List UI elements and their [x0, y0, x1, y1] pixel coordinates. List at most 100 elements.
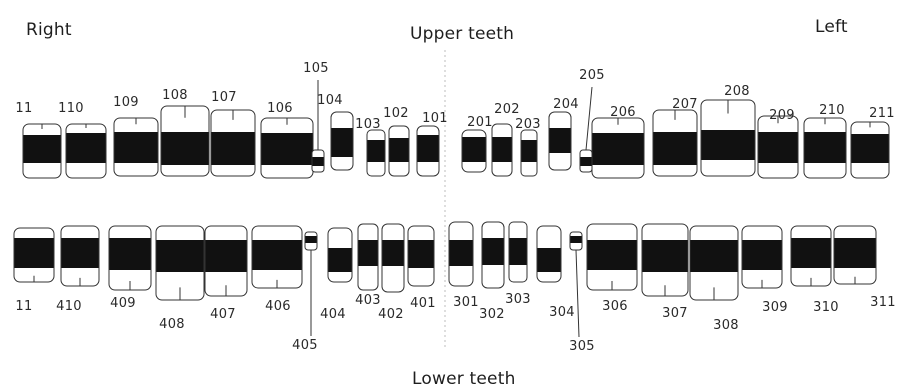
tooth-band	[383, 240, 404, 266]
upper-tooth	[66, 124, 106, 178]
tooth-band	[157, 240, 204, 272]
tooth-band	[538, 248, 561, 272]
tooth-band	[332, 128, 353, 157]
tooth-number-lower: 407	[210, 307, 236, 322]
tooth-band	[588, 240, 637, 270]
lower-tooth	[587, 224, 637, 290]
tooth-number-upper: 103	[355, 117, 381, 132]
upper-tooth	[23, 124, 61, 178]
tooth-number-upper: 203	[515, 117, 541, 132]
tooth-number-upper: 101	[422, 111, 448, 126]
lower-tooth	[482, 222, 504, 288]
tooth-band	[835, 238, 876, 268]
lower-tooth	[382, 224, 404, 292]
tooth-band	[493, 137, 512, 162]
upper-tooth	[653, 110, 697, 176]
tooth-band	[743, 240, 782, 270]
tooth-number-lower: 410	[56, 299, 82, 314]
tooth-number-lower: 403	[355, 293, 381, 308]
leader-line	[576, 250, 579, 337]
tooth-band	[483, 238, 504, 265]
tooth-number-upper: 102	[383, 106, 409, 121]
tooth-band	[67, 133, 106, 163]
upper-tooth	[211, 110, 255, 176]
upper-tooth	[161, 106, 209, 176]
tooth-number-lower: 303	[505, 292, 531, 307]
tooth-number-lower: 11	[15, 299, 32, 314]
tooth-number-upper: 207	[672, 97, 698, 112]
tooth-number-upper: 205	[579, 68, 605, 83]
tooth-number-lower: 309	[762, 300, 788, 315]
lower-tooth	[252, 226, 302, 288]
upper-tooth	[851, 122, 889, 178]
lower-tooth	[205, 226, 247, 296]
lower-tooth	[109, 226, 151, 290]
upper-tooth	[758, 116, 798, 178]
tooth-band	[359, 240, 378, 266]
tooth-number-upper: 201	[467, 115, 493, 130]
lower-tooth	[358, 224, 378, 290]
tooth-band	[759, 132, 798, 163]
upper-small-tooth	[580, 150, 592, 172]
tooth-number-lower: 304	[549, 305, 575, 320]
tooth-band	[643, 240, 688, 272]
lower-small-tooth	[305, 232, 317, 250]
tooth-number-lower: 409	[110, 296, 136, 311]
tooth-band	[463, 137, 486, 162]
tooth-number-lower: 408	[159, 317, 185, 332]
tooth-number-upper: 105	[303, 61, 329, 76]
lower-tooth	[61, 226, 99, 286]
upper-tooth	[462, 130, 486, 172]
tooth-number-lower: 307	[662, 306, 688, 321]
tooth-band	[510, 238, 527, 265]
tooth-number-lower: 404	[320, 307, 346, 322]
lower-tooth	[642, 224, 688, 296]
tooth-band	[390, 138, 409, 162]
tooth-number-upper: 210	[819, 103, 845, 118]
tooth-band	[15, 238, 54, 268]
tooth-band	[212, 132, 255, 165]
tooth-band	[115, 132, 158, 163]
upper-tooth	[701, 100, 755, 176]
tooth-band	[550, 128, 571, 153]
tooth-number-lower: 401	[410, 296, 436, 311]
tooth-band	[110, 238, 151, 270]
tooth-band	[691, 240, 738, 272]
upper-tooth	[492, 124, 512, 176]
tooth-number-upper: 209	[769, 108, 795, 123]
lower-tooth	[408, 226, 434, 286]
tooth-band	[805, 132, 846, 163]
tooth-number-upper: 204	[553, 97, 579, 112]
tooth-band	[522, 140, 537, 162]
lower-tooth	[14, 228, 54, 282]
upper-tooth	[804, 118, 846, 178]
tooth-band	[450, 240, 473, 266]
lower-tooth	[156, 226, 204, 300]
tooth-number-lower: 406	[265, 299, 291, 314]
tooth-number-lower: 308	[713, 318, 739, 333]
tooth-band	[162, 132, 209, 165]
tooth-number-lower: 310	[813, 300, 839, 315]
upper-tooth	[367, 130, 385, 176]
lower-tooth	[690, 226, 738, 300]
tooth-number-lower: 305	[569, 339, 595, 354]
tooth-band	[409, 240, 434, 268]
upper-tooth	[114, 118, 158, 176]
lower-tooth	[834, 226, 876, 284]
tooth-band	[24, 135, 61, 163]
tooth-band	[702, 130, 755, 160]
lower-tooth	[537, 226, 561, 282]
tooth-number-lower: 302	[479, 307, 505, 322]
upper-tooth	[331, 112, 353, 170]
tooth-number-upper: 104	[317, 93, 343, 108]
lower-tooth	[328, 228, 352, 282]
tooth-band	[329, 248, 352, 272]
tooth-number-upper: 211	[869, 106, 895, 121]
tooth-band	[62, 238, 99, 268]
tooth-number-upper: 106	[267, 101, 293, 116]
tooth-number-upper: 11	[15, 101, 32, 116]
lower-tooth	[509, 222, 527, 282]
leader-line	[586, 87, 592, 150]
upper-tooth	[549, 112, 571, 170]
